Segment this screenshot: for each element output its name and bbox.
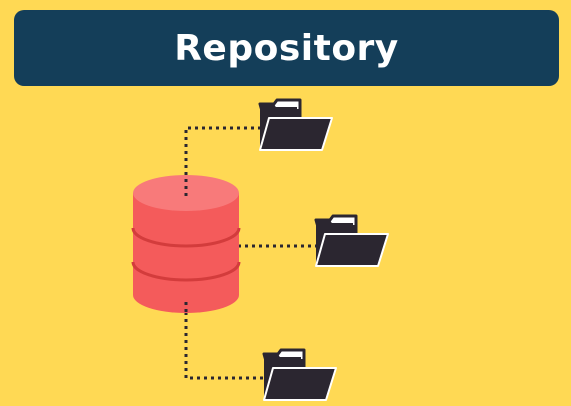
folder-icon (258, 98, 334, 152)
folder-icon (314, 214, 390, 268)
connector-bottom (184, 312, 266, 380)
folder-icon (262, 348, 338, 402)
page-title: Repository (174, 27, 399, 69)
connector-top (184, 126, 262, 196)
title-banner: Repository (14, 10, 559, 86)
database-icon (131, 175, 241, 313)
